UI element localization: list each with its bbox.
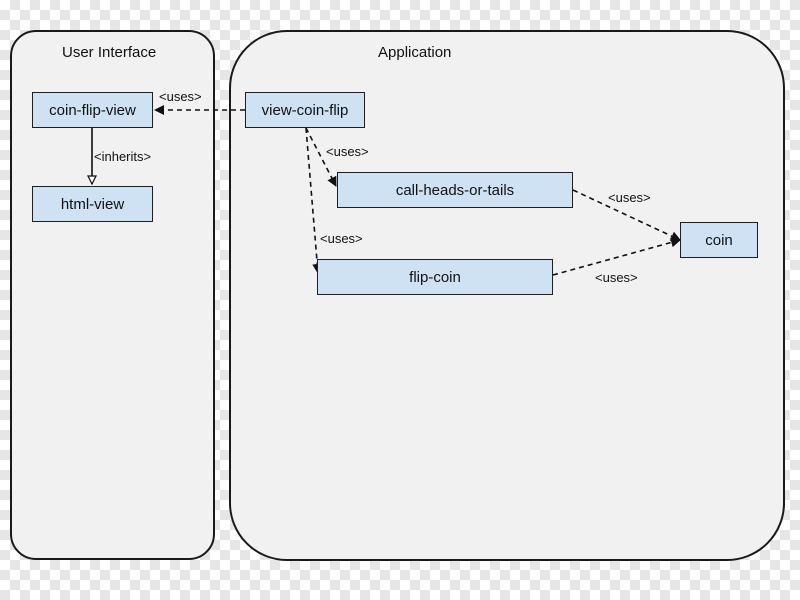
node-html-view: html-view bbox=[32, 186, 153, 222]
node-coin: coin bbox=[680, 222, 758, 258]
edge-label-inherits: <inherits> bbox=[94, 149, 151, 164]
user-interface-title: User Interface bbox=[62, 44, 157, 61]
edge-view-coin-flip-to-flip-coin bbox=[305, 127, 323, 274]
node-view-coin-flip: view-coin-flip bbox=[245, 92, 365, 128]
edge-label-uses-call-coin: <uses> bbox=[608, 190, 651, 205]
edge-flip-coin-to-coin bbox=[552, 237, 681, 276]
edge-view-coin-flip-to-call-heads-or-tails bbox=[305, 127, 337, 187]
application-title: Application bbox=[378, 44, 452, 61]
edge-label-uses-ui: <uses> bbox=[159, 89, 202, 104]
node-flip-coin: flip-coin bbox=[317, 259, 553, 295]
edge-label-uses-call: <uses> bbox=[326, 144, 369, 159]
node-call-heads-or-tails: call-heads-or-tails bbox=[337, 172, 573, 208]
node-coin-flip-view: coin-flip-view bbox=[32, 92, 153, 128]
edge-call-heads-or-tails-to-coin bbox=[572, 189, 681, 241]
edge-label-uses-flip: <uses> bbox=[320, 231, 363, 246]
edge-label-uses-flip-coin: <uses> bbox=[595, 270, 638, 285]
